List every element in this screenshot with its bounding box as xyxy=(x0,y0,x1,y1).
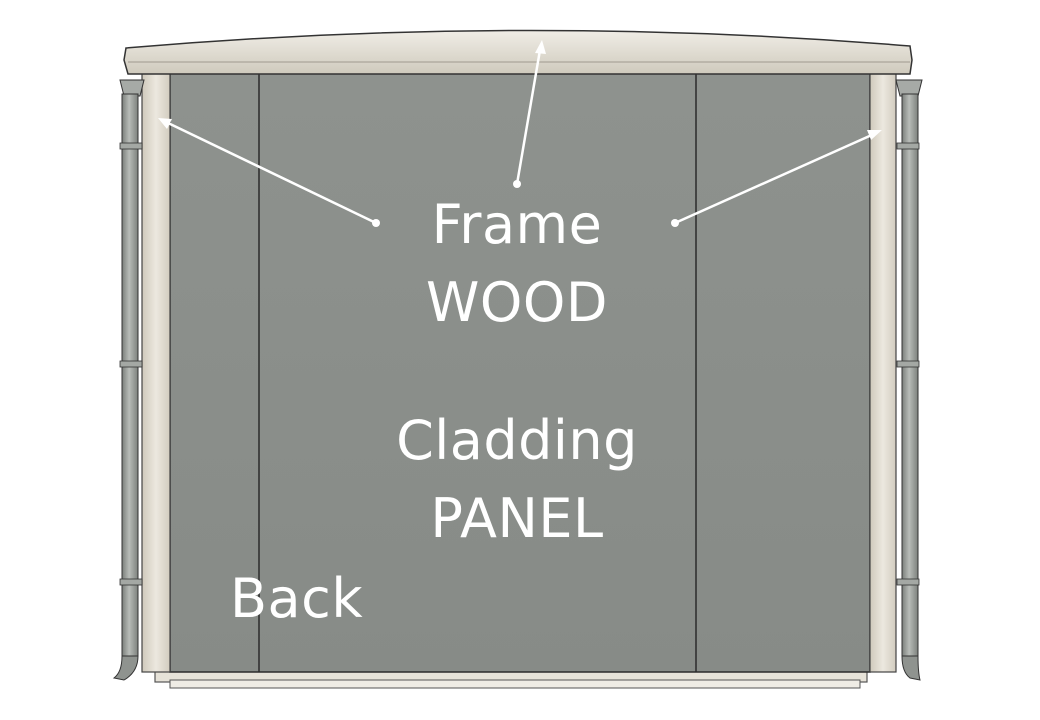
downpipe-right xyxy=(895,79,923,681)
roof-fascia xyxy=(123,29,913,75)
frame-post-right xyxy=(869,71,897,673)
cladding-panel-label: Cladding PANEL xyxy=(375,402,659,558)
back-label-text: Back xyxy=(230,567,364,630)
cladding-label-line2: PANEL xyxy=(430,487,604,550)
arrow-to-left-post xyxy=(158,118,380,227)
frame-post-left xyxy=(141,71,171,673)
annotation-arrows xyxy=(158,40,882,227)
back-label: Back xyxy=(230,560,380,638)
frame-wood-label: Frame WOOD xyxy=(385,186,649,342)
frame-label-line2: WOOD xyxy=(426,271,608,334)
frame-label-line1: Frame xyxy=(431,193,603,256)
cladding-label-line1: Cladding xyxy=(396,409,638,472)
downpipe-left xyxy=(112,79,145,681)
arrow-to-roof xyxy=(513,40,546,188)
arrow-to-right-post xyxy=(671,130,882,227)
